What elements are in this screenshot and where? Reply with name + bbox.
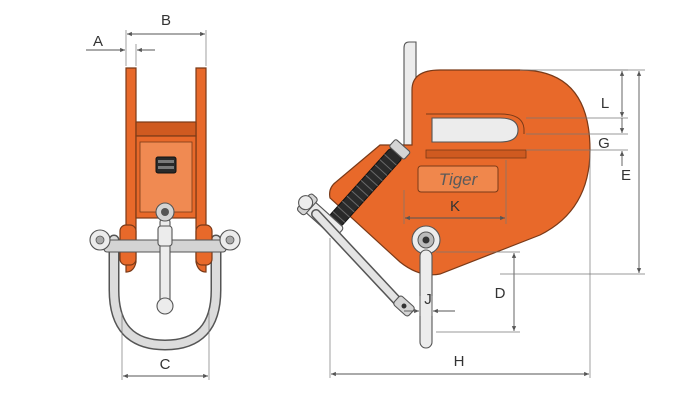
dim-label-b: B xyxy=(161,12,171,29)
dim-label-j: J xyxy=(424,291,432,308)
brand-logo-text: Tiger xyxy=(439,170,479,189)
front-view: B A C xyxy=(86,12,241,380)
dim-label-k: K xyxy=(450,198,460,215)
left-side-plate xyxy=(125,67,137,273)
dim-label-h: H xyxy=(454,353,465,370)
side-view: Tiger xyxy=(296,41,645,378)
screw-nut xyxy=(155,156,177,174)
brand-badge xyxy=(417,165,499,193)
dim-label-g: G xyxy=(598,135,610,152)
upper-cross-plate xyxy=(135,121,197,137)
dim-label-d: D xyxy=(495,285,506,302)
dim-label-l: L xyxy=(601,95,609,112)
dim-label-a: A xyxy=(93,33,103,50)
dim-label-e: E xyxy=(621,167,631,184)
right-side-plate xyxy=(195,67,207,273)
dim-label-c: C xyxy=(160,356,171,373)
